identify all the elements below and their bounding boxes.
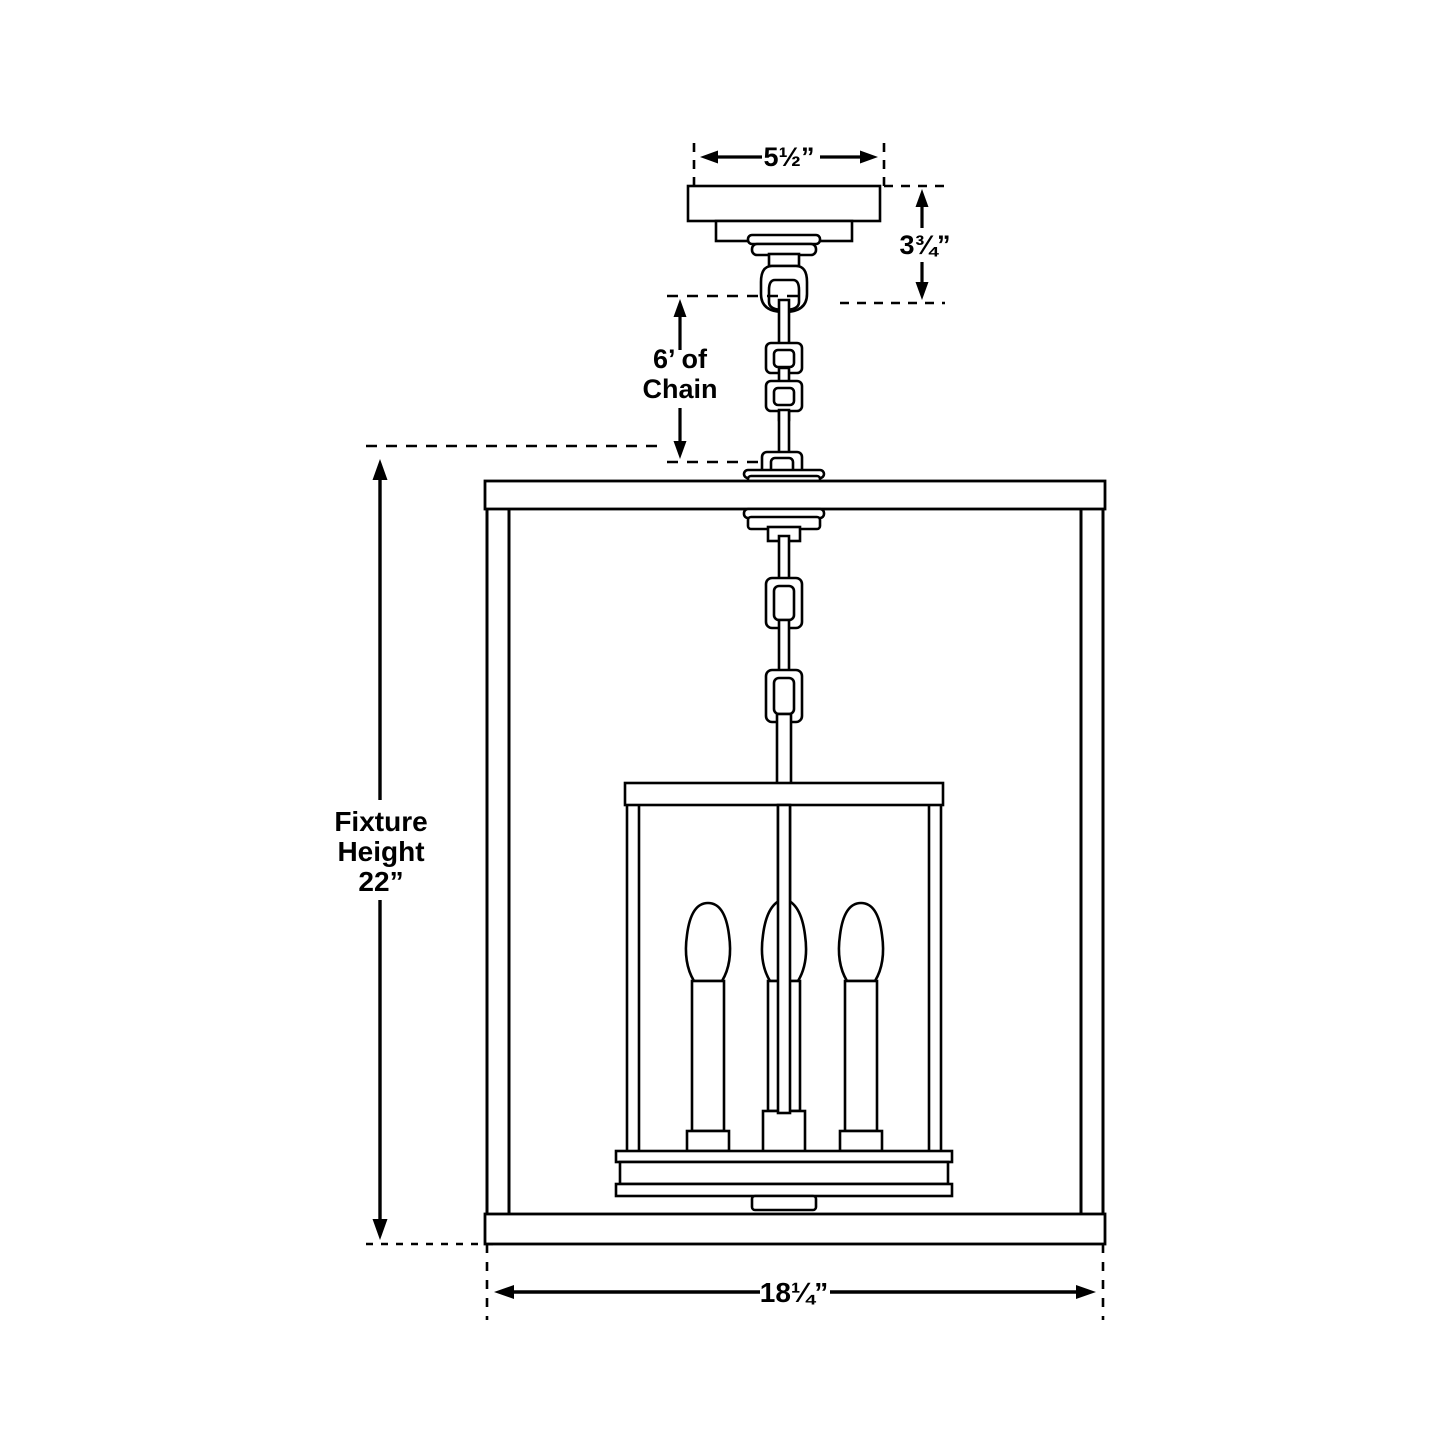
inner-cage-post-center-front xyxy=(776,803,792,1115)
chain-arrowhead-top xyxy=(673,299,687,317)
inner-cage-top-rail xyxy=(623,781,945,807)
chain-length-label-line2: Chain xyxy=(642,374,717,404)
candle-left-flame-bulb xyxy=(684,901,732,983)
chain-link-h-2-inner xyxy=(772,386,796,407)
canopy-width-arrowhead-right xyxy=(860,150,878,164)
fixture-height-arrowhead-top xyxy=(372,459,388,480)
chain-arrowhead-bottom xyxy=(673,441,687,459)
candle-left xyxy=(684,901,732,1153)
canopy-height-dimension: 3¾” xyxy=(840,184,951,305)
outer-lantern-frame xyxy=(483,479,1107,1246)
fixture-width-dimension: 18¼” xyxy=(485,1244,1105,1320)
canopy-stub xyxy=(767,252,801,268)
fixture-height-label-line1: Fixture xyxy=(334,806,427,837)
frame-bottom-rail xyxy=(483,1212,1107,1246)
fixture-height-dimension: Fixture Height 22” xyxy=(334,444,660,1246)
canopy-width-arrowhead-left xyxy=(700,150,718,164)
candle-right-socket xyxy=(838,1129,884,1153)
fixture-height-label-line3: 22” xyxy=(358,866,403,897)
candle-right-flame-bulb xyxy=(837,901,885,983)
canopy-height-arrowhead-top xyxy=(915,189,929,207)
chain-length-label-line1: 6’ of xyxy=(653,344,708,374)
fixture-width-arrowhead-right xyxy=(1076,1285,1096,1299)
fixture-height-label-line2: Height xyxy=(337,836,424,867)
lower-collar-disc xyxy=(742,507,826,543)
canopy-width-label: 5½” xyxy=(763,142,814,172)
chain-stem-lower xyxy=(775,712,793,786)
fixture-height-arrowhead-bottom xyxy=(372,1219,388,1240)
decorative-chain-inner xyxy=(764,534,804,786)
bottom-finial xyxy=(750,1194,818,1212)
candle-center-socket xyxy=(761,1109,807,1155)
fixture-width-label: 18¼” xyxy=(760,1277,829,1308)
candle-right xyxy=(837,901,885,1153)
chain-link-h-5-inner xyxy=(772,676,796,716)
candle-left-sleeve xyxy=(690,979,726,1133)
fixture-width-arrowhead-left xyxy=(494,1285,514,1299)
candle-left-socket xyxy=(685,1129,731,1153)
chain-length-dimension: 6’ of Chain xyxy=(642,294,807,464)
base-plate-body xyxy=(618,1160,950,1186)
bottom-base-plate xyxy=(614,1149,954,1212)
frame-top-rail xyxy=(483,479,1107,511)
candle-right-sleeve xyxy=(843,979,879,1133)
canopy-width-dimension: 5½” xyxy=(692,142,886,186)
chain-link-h-4-inner xyxy=(772,584,796,622)
base-plate-bottom-lip xyxy=(614,1182,954,1198)
canopy-plate xyxy=(686,184,882,223)
canopy-height-arrowhead-bottom xyxy=(915,282,929,300)
chain-link-h-1-inner xyxy=(772,348,796,369)
base-plate-top-lip xyxy=(614,1149,954,1164)
inner-cage-center-post-overlay xyxy=(776,803,792,1115)
canopy-height-label: 3¾” xyxy=(899,230,950,260)
ceiling-canopy xyxy=(686,184,882,268)
decorative-chain-upper xyxy=(760,298,804,482)
canopy-ring-upper xyxy=(746,233,822,246)
